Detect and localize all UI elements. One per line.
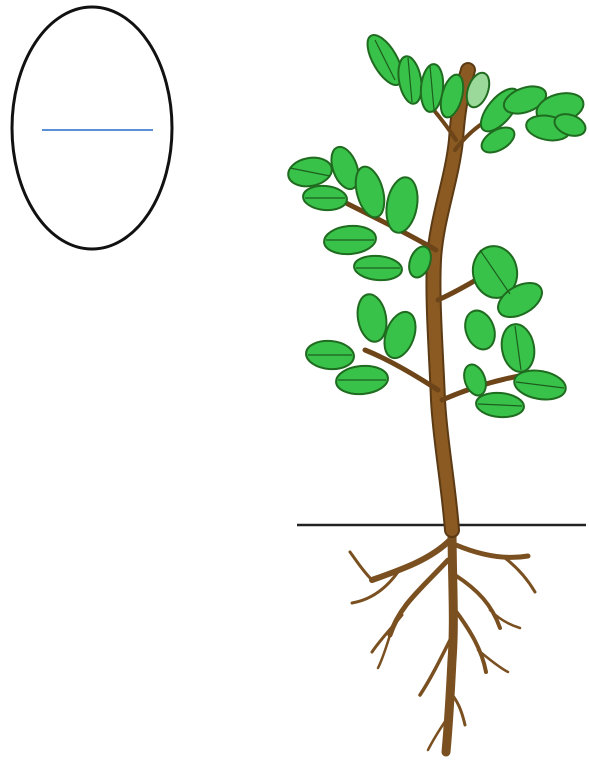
label-oval [12,7,172,249]
label-oval-group [12,7,172,249]
roots [350,525,535,752]
